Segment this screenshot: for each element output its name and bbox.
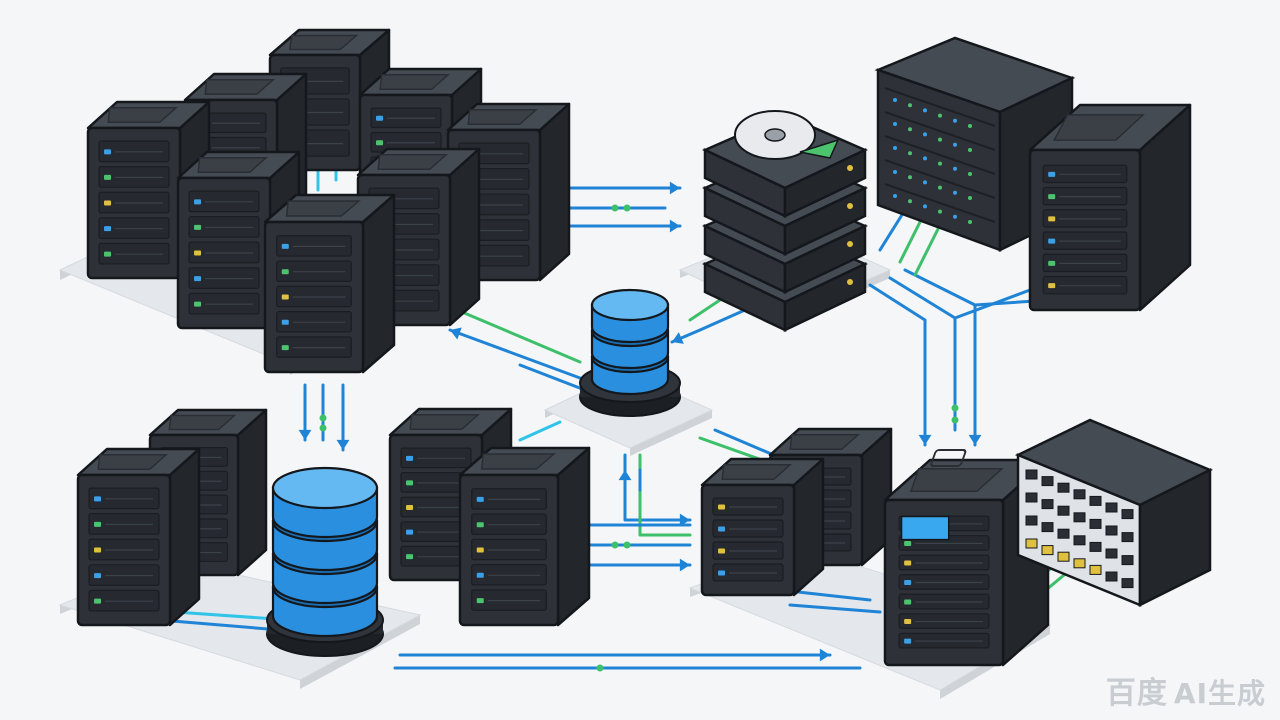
storage-to-db-link-2	[688, 298, 722, 322]
hard-disk-icon	[734, 110, 840, 160]
dbcluster-to-edge-link-2-dot-1	[623, 541, 631, 549]
storage-to-edge-link-3	[903, 268, 977, 447]
central-database-cylinder	[579, 288, 681, 417]
storage-to-edge-link-2-dot-0	[951, 404, 959, 412]
compute-to-dbcluster-link-2-dot-1	[319, 424, 327, 432]
watermark-logo: 百度	[1105, 676, 1168, 711]
storage-to-db-link-arrowhead	[672, 332, 684, 344]
compute-to-storage-link-1-arrowhead	[669, 181, 680, 195]
center-to-edge-link-1-arrowhead	[679, 513, 690, 527]
compute-to-storage-link-2-dot-0	[611, 204, 619, 212]
storage-to-edge-link-1	[868, 283, 927, 447]
db-to-compute-link-2-arrowhead	[450, 327, 462, 340]
db-server-front-left	[76, 447, 201, 627]
compute-to-storage-link-2-dot-1	[623, 204, 631, 212]
dbcluster-to-edge-link-2-dot-0	[611, 541, 619, 549]
storage-array-icon	[701, 110, 869, 332]
storage-to-edge-link-5	[953, 288, 1032, 320]
compute-to-dbcluster-link-3-arrowhead	[336, 439, 350, 450]
nodes-layer	[76, 28, 1214, 667]
watermark-label: AI生成	[1173, 677, 1266, 710]
storage-to-db-link	[670, 308, 747, 344]
cluster-database-cylinder	[266, 466, 384, 658]
center-to-edge-link-1	[623, 453, 692, 522]
db-to-compute-link-1	[460, 310, 582, 364]
watermark: 百度 AI生成	[1106, 668, 1266, 712]
storage-to-edge-link-2-dot-1	[951, 416, 959, 424]
compute-to-dbcluster-link-1-arrowhead	[298, 429, 312, 440]
edge-up-link-arrowhead	[618, 470, 632, 481]
dbcluster-to-edge-link-3-arrowhead	[679, 558, 690, 572]
edge-server-cable-2	[788, 603, 882, 614]
storage-to-edge-link-1-arrowhead	[918, 434, 932, 445]
storage-tower	[1028, 103, 1192, 312]
db-server-right-front	[458, 446, 591, 627]
edge-tower-server	[883, 458, 1050, 667]
compute-to-dbcluster-link-2-dot-0	[319, 414, 327, 422]
dbcluster-left-link-1	[158, 618, 282, 632]
compute-to-storage-link-3-arrowhead	[669, 219, 680, 233]
storage-to-edge-link-3-arrowhead	[968, 434, 982, 445]
center-to-dbcluster-link	[518, 420, 562, 442]
storage-cable-1	[878, 208, 907, 252]
compute-server-front	[263, 193, 396, 374]
db-to-compute-link-3	[518, 363, 592, 394]
bottom-long-link-1-arrowhead	[819, 648, 830, 662]
storage-to-edge-link-2	[888, 276, 957, 432]
bottom-long-link-2-dot-0	[596, 664, 604, 672]
db-to-compute-link-2	[448, 328, 582, 380]
compute-server-mid-left	[176, 150, 301, 330]
network-switch-icon	[930, 418, 1214, 608]
edge-server-small-front	[700, 457, 825, 597]
